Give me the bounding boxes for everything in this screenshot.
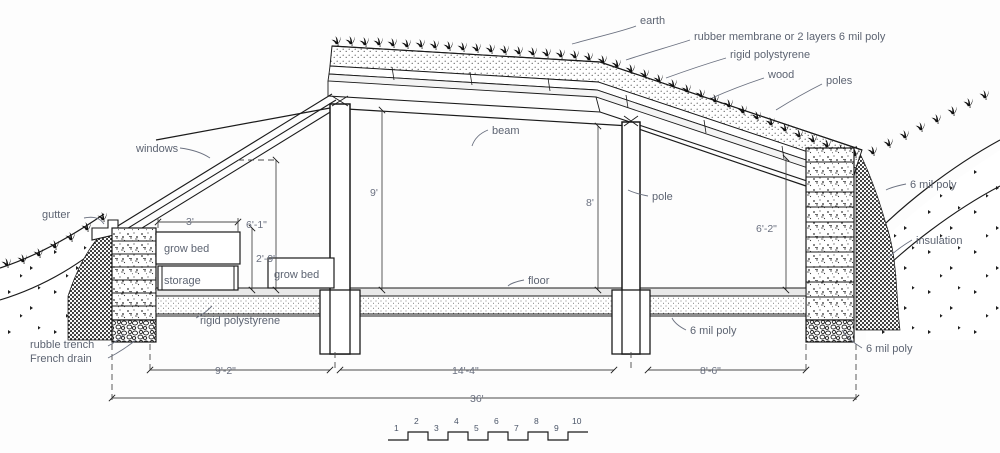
scale-tick-1: 1 <box>394 423 399 433</box>
ridge-pole-footing <box>319 289 361 355</box>
label-six-mil-poly-floor: 6 mil poly <box>690 325 737 337</box>
storage-box <box>157 265 239 291</box>
scale-tick-8: 8 <box>534 416 539 426</box>
label-insulation: insulation <box>916 235 962 247</box>
left-ground-line-upper <box>0 213 105 269</box>
label-storage: storage <box>164 275 201 287</box>
dim-ridge-height: 9' <box>370 187 378 199</box>
beam-line <box>155 107 807 187</box>
roof-pole-marks <box>391 66 785 160</box>
scale-tick-2: 2 <box>414 416 419 426</box>
label-beam: beam <box>492 125 520 137</box>
label-six-mil-poly-right-lower: 6 mil poly <box>866 343 913 355</box>
storage-legs <box>161 266 235 290</box>
scale-tick-3: 3 <box>434 423 439 433</box>
ridge-pole-outline <box>329 103 351 355</box>
scale-tick-6: 6 <box>494 416 499 426</box>
right-earth-body <box>866 150 1000 340</box>
mid-pole-footing <box>611 289 651 355</box>
roof-membrane-line <box>331 45 863 151</box>
left-wall-courses <box>112 240 156 307</box>
label-earth: earth <box>640 15 665 27</box>
scale-tick-5: 5 <box>474 423 479 433</box>
scale-tick-9: 9 <box>554 423 559 433</box>
dim-right-wall-height: 6'-2" <box>756 223 777 235</box>
window-glazing-line-3 <box>115 105 341 245</box>
window-glazing-line-1 <box>107 93 333 233</box>
dim-bay-right: 8'-6" <box>700 365 721 377</box>
dimension-lines <box>108 106 860 402</box>
floor-polystyrene <box>155 295 807 315</box>
left-grow-bed-box <box>155 231 241 265</box>
label-rubber-membrane: rubber membrane or 2 layers 6 mil poly <box>694 31 886 43</box>
label-grow-bed-center: grow bed <box>274 269 319 281</box>
label-french-drain: French drain <box>30 353 92 365</box>
leader-lines <box>83 25 913 359</box>
right-footing-rubble <box>805 319 855 343</box>
dim-bay-center: 14'-4" <box>452 365 479 377</box>
floor-slab <box>155 287 807 297</box>
right-block-wall <box>805 147 855 321</box>
label-six-mil-poly-right-upper: 6 mil poly <box>910 179 957 191</box>
scale-tick-7: 7 <box>514 423 519 433</box>
right-wall-courses <box>806 161 854 298</box>
label-gutter: gutter <box>42 209 70 221</box>
dim-left-wall-height: 6'-1" <box>246 219 267 231</box>
label-grow-bed-left: grow bed <box>164 243 209 255</box>
right-insulation-board <box>855 145 901 331</box>
label-windows: windows <box>135 143 179 155</box>
left-block-wall <box>111 227 157 321</box>
mid-pole-cap-x <box>623 115 639 127</box>
dim-grow-bed-width: 3' <box>186 216 194 228</box>
ridge-pole-cap-x <box>331 95 349 107</box>
dim-overall-width: 36' <box>470 393 484 405</box>
label-rigid-polystyrene-roof: rigid polystyrene <box>730 49 810 61</box>
label-wood: wood <box>767 69 794 81</box>
scale-tick-4: 4 <box>454 416 459 426</box>
label-rubble-trench: rubble trench <box>30 339 94 351</box>
window-glazing-line-2 <box>111 99 337 239</box>
scale-bar-wave <box>388 431 588 441</box>
dim-bay-left: 9'-2" <box>215 365 236 377</box>
dim-grow-bed-height: 2'-9" <box>256 253 277 265</box>
label-rigid-polystyrene-floor: rigid polystyrene <box>200 315 280 327</box>
scale-tick-10: 10 <box>572 416 582 426</box>
dim-mid-pole-height: 8' <box>586 197 594 209</box>
label-poles: poles <box>826 75 853 87</box>
label-floor: floor <box>528 275 550 287</box>
scale-bar: 1 2 3 4 5 6 7 8 9 10 <box>388 416 588 441</box>
label-pole: pole <box>652 191 673 203</box>
